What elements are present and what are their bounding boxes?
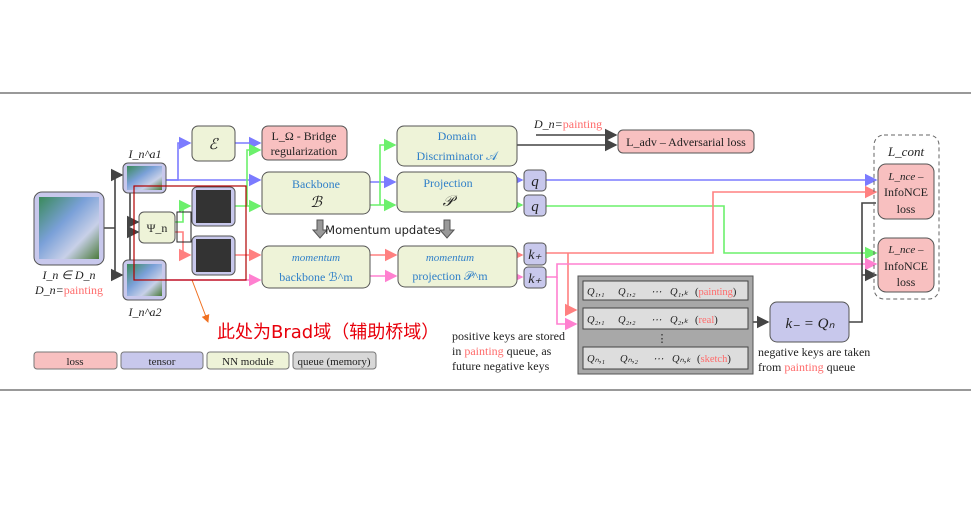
input-painting-image: [39, 197, 99, 259]
q-label: q: [531, 174, 539, 190]
legend-nn-swatch: [206, 351, 290, 370]
kminus-tensor: [769, 301, 850, 343]
svg-text:Q₁,₁Q₁,₂⋯Q₁,ₖ: Q₁,₁Q₁,₂⋯Q₁,ₖ: [587, 287, 689, 298]
svg-text:in painting queue, as: in painting queue, as: [452, 344, 552, 358]
projection-label: Projection: [423, 176, 472, 190]
momentum-backbone-module: [261, 245, 371, 289]
input-label: I_n ∈ D_n: [41, 268, 95, 282]
projection-module: [396, 171, 518, 213]
svg-text:(sketch): (sketch): [697, 354, 731, 365]
momentum-projection-line1: momentum: [426, 252, 474, 264]
nce-loss-box-2: L_nce – InfoNCE loss: [877, 237, 935, 293]
psi-label: Ψ_n: [147, 221, 168, 235]
legend-loss: loss: [66, 356, 83, 368]
svg-text:(painting): (painting): [695, 287, 737, 298]
svg-text:future negative keys: future negative keys: [452, 359, 550, 373]
nce-line2: InfoNCE: [884, 259, 928, 273]
nce-line1: L_nce –: [887, 171, 924, 183]
nce-line3: loss: [897, 202, 916, 216]
svg-text:positive keys are stored: positive keys are stored: [452, 329, 565, 343]
legend-nn-module: NN module: [222, 356, 274, 368]
kplus-label: k₊: [528, 272, 542, 287]
psi-split-bracket: [176, 211, 192, 243]
sketch1-image: [196, 190, 231, 223]
momentum-backbone-line2: backbone ℬ^m: [279, 270, 353, 284]
legend-tensor: tensor: [149, 356, 176, 368]
momentum-projection-line2: projection 𝒫^m: [412, 269, 488, 283]
queue-vdots: ⋮: [657, 333, 668, 345]
encoder-label: ℰ: [208, 137, 219, 153]
discriminator-line2: Discriminator 𝒜: [416, 149, 499, 163]
input-domain-label: D_n=painting: [34, 283, 103, 297]
bridge-domain-annotation: 此处为Brad域（辅助桥域）: [217, 322, 439, 343]
momentum-arrow-icon: [311, 219, 329, 239]
bridge-loss-line2: regularization: [271, 144, 338, 158]
backbone-symbol: ℬ: [310, 195, 323, 211]
q-tensor: [523, 169, 547, 192]
adversarial-loss-label: L_adv – Adversarial loss: [626, 135, 746, 149]
kplus-tensor: [523, 242, 547, 266]
q-label: q: [531, 199, 539, 215]
legend-queue: queue (memory): [298, 356, 371, 368]
aug2-label: I_n^a2: [127, 305, 161, 319]
nce-line3: loss: [897, 275, 916, 289]
legend-loss-swatch: [33, 351, 118, 370]
positive-keys-note: positive keys are stored in painting que…: [452, 329, 565, 373]
q-tensor: [523, 194, 547, 217]
backbone-module: [261, 171, 371, 215]
l-cont-label: L_cont: [887, 144, 925, 159]
discriminator-line1: Domain: [438, 129, 477, 143]
momentum-projection-module: [397, 245, 518, 288]
svg-text:(real): (real): [695, 315, 718, 326]
legend-tensor-swatch: [120, 351, 204, 370]
nce-line2: InfoNCE: [884, 185, 928, 199]
legend-queue-swatch: [292, 351, 377, 370]
svg-text:from painting queue: from painting queue: [758, 360, 855, 374]
psi-module: [138, 211, 176, 244]
momentum-arrow-icon: [438, 219, 456, 239]
svg-text:Q₂,₁Q₂,₂⋯Q₂,ₖ: Q₂,₁Q₂,₂⋯Q₂,ₖ: [587, 315, 689, 326]
encoder-module: [191, 125, 236, 162]
sketch2-image: [196, 239, 231, 272]
bridge-domain-highlight: [133, 185, 247, 281]
momentum-updates-label: Momentum updates: [325, 223, 441, 237]
bridge-loss-line1: L_Ω - Bridge: [272, 129, 337, 143]
negative-keys-note: negative keys are taken from painting qu…: [758, 345, 870, 374]
kplus-tensor: [523, 266, 547, 289]
kplus-label: k₊: [528, 248, 542, 263]
nce-loss-box-1: L_nce – InfoNCE loss: [877, 163, 935, 220]
aug1-label: I_n^a1: [127, 147, 161, 161]
arrows: [104, 128, 876, 331]
momentum-backbone-line1: momentum: [292, 252, 340, 264]
adversarial-loss-box: [617, 129, 755, 154]
backbone-label: Backbone: [292, 177, 340, 191]
l-cont-group: [873, 134, 940, 300]
svg-text:Qₙ,₁Qₙ,₂⋯Qₙ,ₖ: Qₙ,₁Qₙ,₂⋯Qₙ,ₖ: [587, 354, 691, 365]
bridge-loss-box: [261, 125, 348, 161]
discriminator-module: [396, 125, 518, 167]
kminus-label: k₋ = Qₙ: [785, 316, 835, 332]
nce-line1: L_nce –: [887, 244, 924, 256]
svg-text:negative keys are taken: negative keys are taken: [758, 345, 870, 359]
adv-domain-label: D_n=painting: [533, 117, 602, 131]
legend: loss tensor NN module queue (memory): [33, 351, 377, 370]
